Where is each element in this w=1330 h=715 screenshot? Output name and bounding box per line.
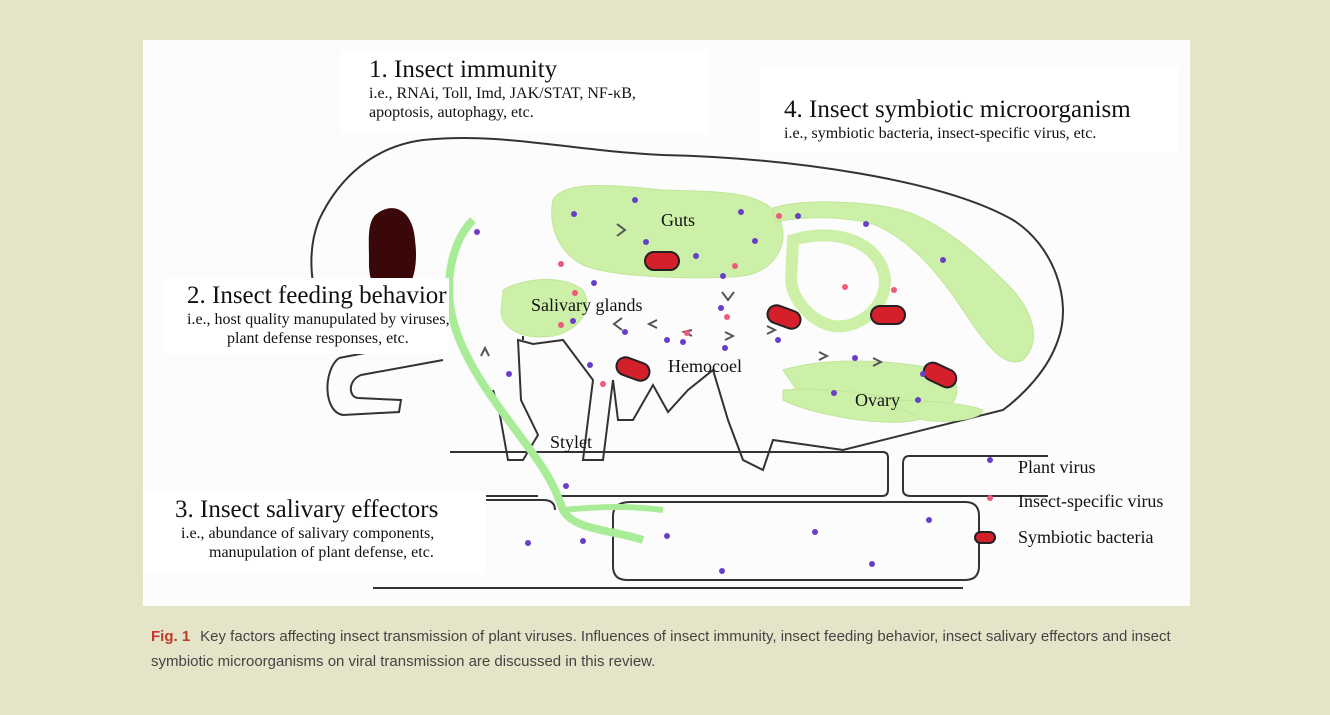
factor-salivary-line1: i.e., abundance of salivary components,: [175, 524, 486, 543]
insect-virus-dot: [558, 261, 564, 267]
plant-virus-dot: [643, 239, 649, 245]
plant-virus-dot: [680, 339, 686, 345]
label-stylet: Stylet: [550, 432, 592, 453]
plant-virus-dot: [587, 362, 593, 368]
bacteria-mark: [614, 355, 652, 384]
plant-virus-dot: [812, 529, 818, 535]
factor-immunity-line1: i.e., RNAi, Toll, Imd, JAK/STAT, NF-κB,: [369, 84, 709, 103]
factor-salivary-title: 3. Insect salivary effectors: [175, 496, 486, 524]
legend-bacteria: Symbiotic bacteria: [1018, 527, 1153, 548]
plant-virus-dot: [622, 329, 628, 335]
bacteria-mark: [871, 306, 905, 324]
plant-virus-dot: [580, 538, 586, 544]
plant-virus-dot: [664, 533, 670, 539]
legend-insect-virus-icon: [987, 495, 993, 501]
plant-virus-dot: [506, 371, 512, 377]
caption-label: Fig. 1: [151, 628, 190, 645]
insect-virus-dot: [891, 287, 897, 293]
factor-feeding-box: 2. Insect feeding behavior i.e., host qu…: [165, 278, 449, 354]
plant-virus-dot: [915, 397, 921, 403]
plant-virus-dot: [795, 213, 801, 219]
factor-immunity-box: 1. Insect immunity i.e., RNAi, Toll, Imd…: [341, 50, 709, 134]
factor-immunity-line2: apoptosis, autophagy, etc.: [369, 103, 709, 122]
insect-virus-dot: [684, 330, 690, 336]
plant-virus-dot: [831, 390, 837, 396]
plant-virus-dot: [926, 517, 932, 523]
factor-symbiotic-line1: i.e., symbiotic bacteria, insect-specifi…: [784, 124, 1178, 143]
plant-virus-dot: [869, 561, 875, 567]
label-ovary: Ovary: [855, 390, 900, 411]
factor-feeding-title: 2. Insect feeding behavior: [187, 282, 449, 310]
plant-virus-dot: [693, 253, 699, 259]
factor-feeding-line2: plant defense responses, etc.: [187, 329, 449, 348]
insect-virus-dot: [776, 213, 782, 219]
insect-virus-dot: [600, 381, 606, 387]
plant-virus-dot: [571, 211, 577, 217]
plant-virus-dot: [525, 540, 531, 546]
plant-virus-dot: [570, 318, 576, 324]
plant-virus-dot: [719, 568, 725, 574]
factor-immunity-title: 1. Insect immunity: [369, 56, 709, 84]
legend-plant-virus-icon: [987, 457, 993, 463]
bacteria-mark: [645, 252, 679, 270]
plant-virus-dot: [664, 337, 670, 343]
plant-virus-dot: [720, 273, 726, 279]
legend-bacteria-icon: [975, 532, 995, 543]
insect-virus-dot: [842, 284, 848, 290]
insect-virus-dot: [558, 322, 564, 328]
plant-virus-dot: [722, 345, 728, 351]
plant-virus-dot: [852, 355, 858, 361]
factor-symbiotic-box: 4. Insect symbiotic microorganism i.e., …: [760, 66, 1178, 152]
plant-virus-dot: [474, 229, 480, 235]
legend-insect-virus: Insect-specific virus: [1018, 491, 1163, 512]
label-salivary-glands: Salivary glands: [531, 295, 642, 316]
plant-virus-dot: [752, 238, 758, 244]
label-guts: Guts: [661, 210, 695, 231]
plant-virus-dot: [775, 337, 781, 343]
factor-salivary-line2: manupulation of plant defense, etc.: [175, 543, 486, 562]
factor-feeding-line1: i.e., host quality manupulated by viruse…: [187, 310, 449, 329]
label-hemocoel: Hemocoel: [668, 356, 742, 377]
figure-panel: 1. Insect immunity i.e., RNAi, Toll, Imd…: [143, 40, 1190, 606]
factor-salivary-box: 3. Insect salivary effectors i.e., abund…: [143, 492, 486, 574]
factor-symbiotic-title: 4. Insect symbiotic microorganism: [784, 96, 1178, 124]
caption-text: Key factors affecting insect transmissio…: [151, 628, 1171, 670]
legend-plant-virus: Plant virus: [1018, 457, 1096, 478]
plant-virus-dot: [940, 257, 946, 263]
plant-virus-dot: [632, 197, 638, 203]
plant-virus-dot: [863, 221, 869, 227]
plant-virus-dot: [591, 280, 597, 286]
insect-virus-dot: [724, 314, 730, 320]
plant-virus-dot: [718, 305, 724, 311]
insect-virus-dot: [732, 263, 738, 269]
plant-virus-dot: [563, 483, 569, 489]
plant-virus-dot: [738, 209, 744, 215]
plant-virus-dot: [920, 371, 926, 377]
